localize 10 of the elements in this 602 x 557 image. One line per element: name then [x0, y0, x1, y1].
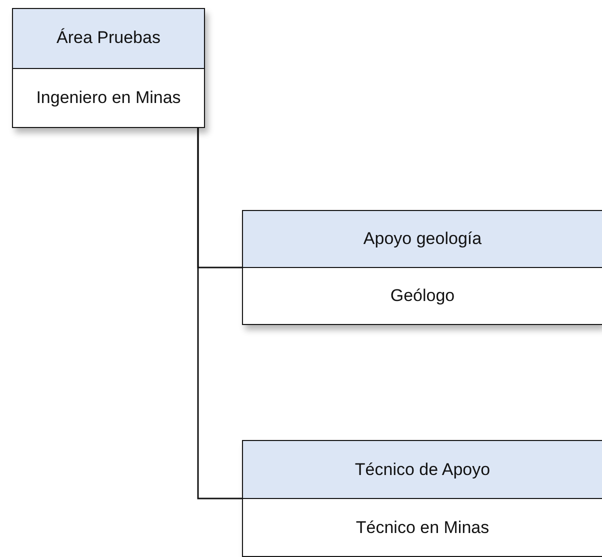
position-name: Ingeniero en Minas	[35, 86, 182, 109]
org-chart-box	[12, 8, 205, 128]
org-chart-box	[242, 440, 602, 557]
position-name: Geólogo	[389, 285, 456, 307]
role-title: Área Pruebas	[13, 9, 204, 68]
connector-line	[197, 128, 242, 500]
org-chart-box	[242, 210, 602, 325]
position-name: Técnico en Minas	[354, 516, 490, 538]
role-title: Técnico de Apoyo	[243, 441, 602, 499]
role-title: Apoyo geología	[243, 211, 602, 268]
